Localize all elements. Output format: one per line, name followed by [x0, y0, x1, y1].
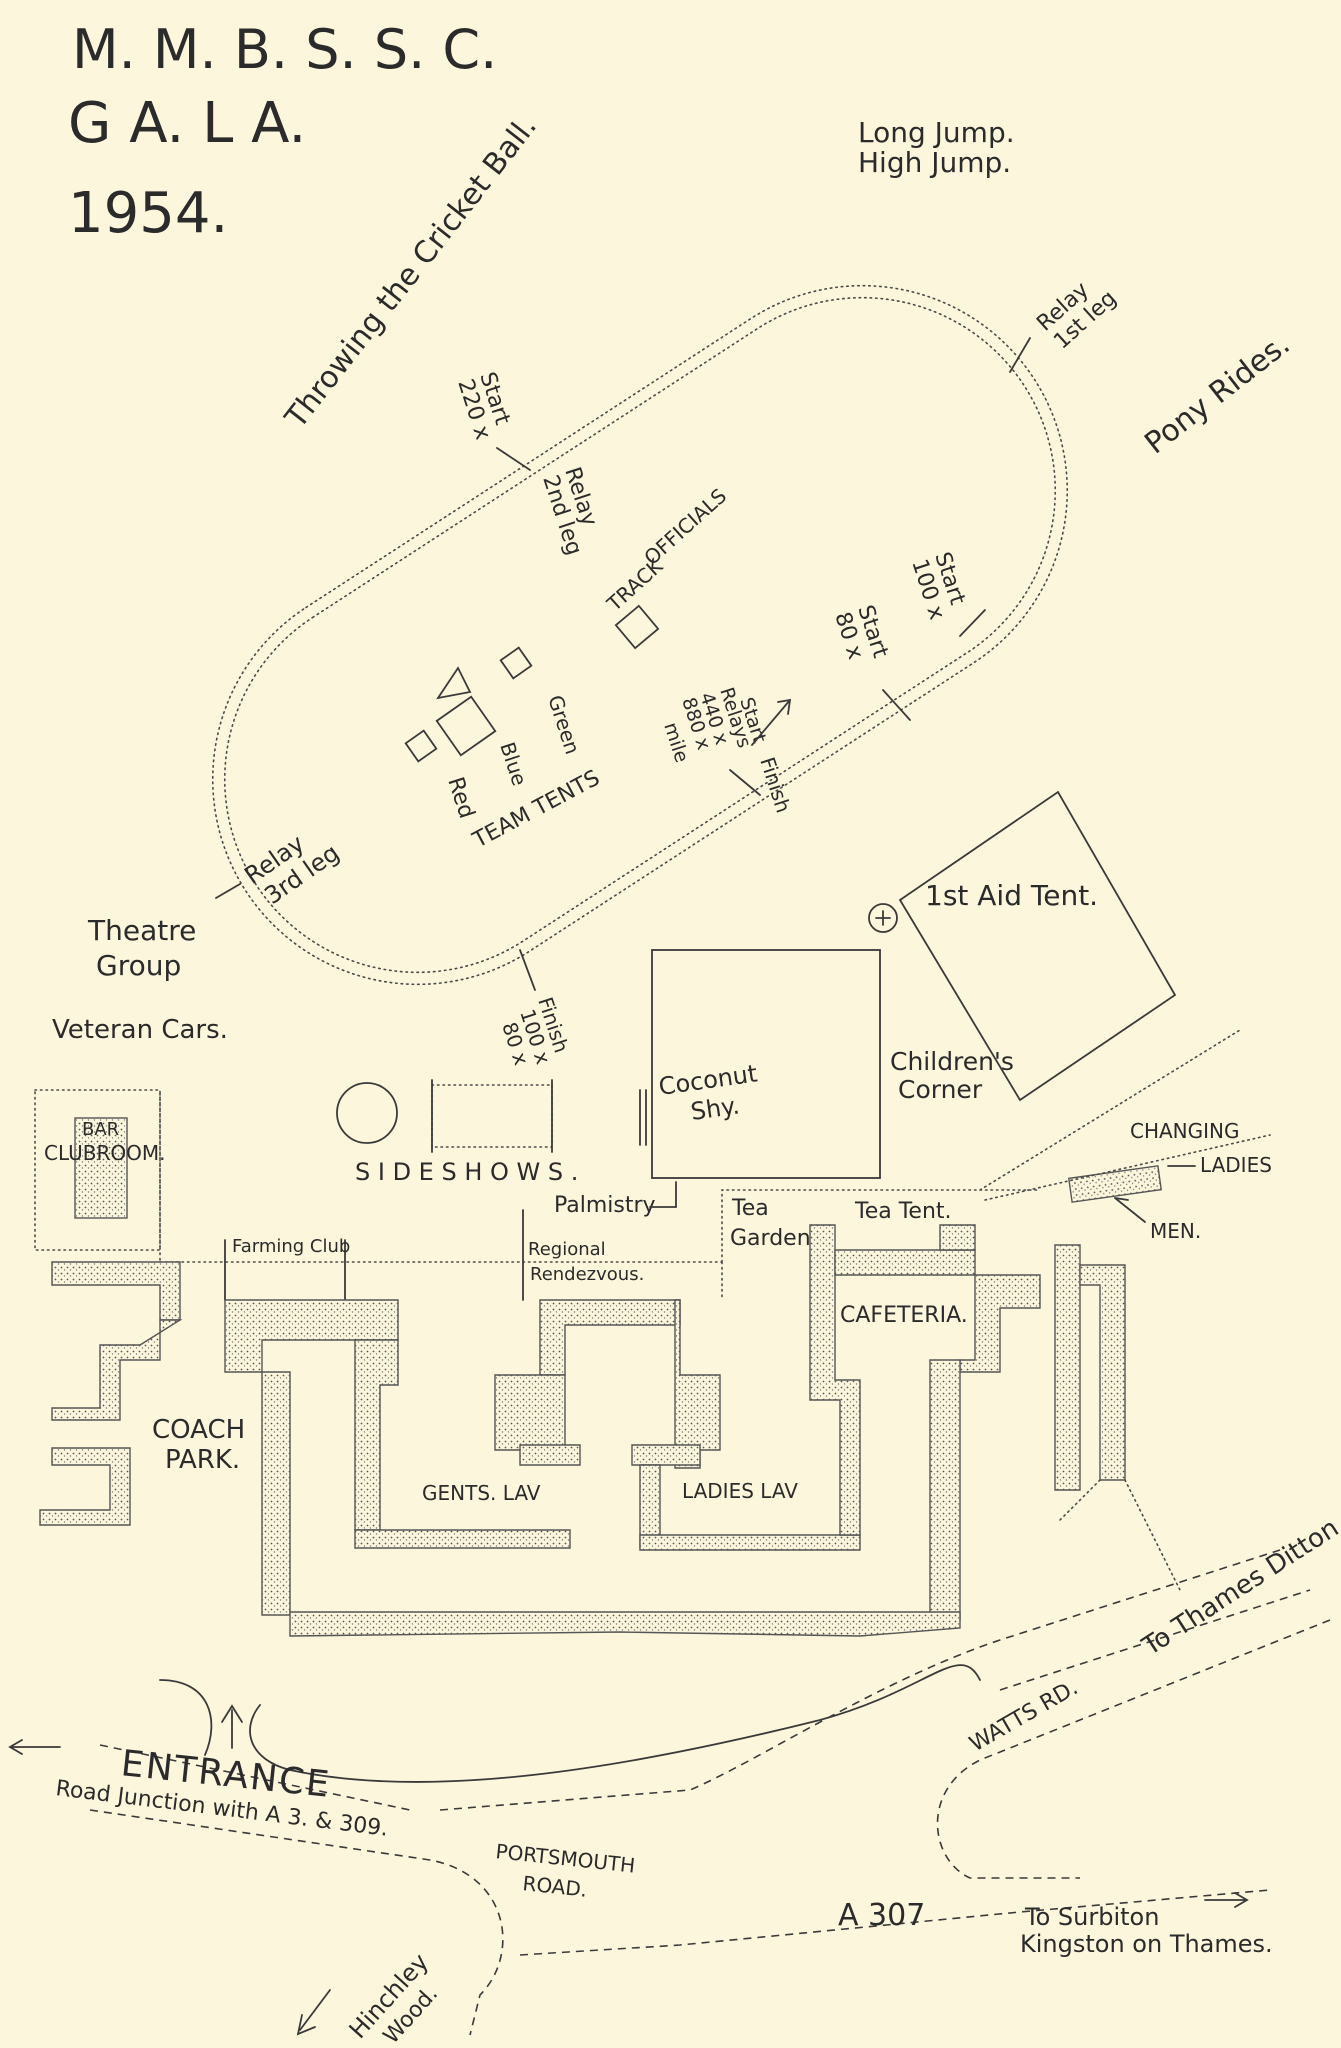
label-bar: BAR	[82, 1119, 119, 1140]
label-surbiton-a: To Surbiton	[1024, 1903, 1159, 1931]
label-childrens-a: Children's	[890, 1047, 1014, 1076]
coconut-shy-area	[651, 949, 881, 1179]
label-coach-a: COACH	[152, 1415, 245, 1445]
label-long-jump: Long Jump.	[858, 116, 1015, 149]
label-theatre-a: Theatre	[87, 914, 196, 947]
label-ladies-lav: LADIES LAV	[682, 1479, 798, 1503]
label-surbiton-b: Kingston on Thames.	[1020, 1930, 1273, 1958]
label-sideshows: S I D E S H O W S .	[355, 1158, 578, 1186]
label-high-jump: High Jump.	[858, 146, 1011, 179]
label-first-aid: 1st Aid Tent.	[925, 879, 1098, 912]
label-men: MEN.	[1150, 1219, 1201, 1243]
label-thames-ditton: To Thames Ditton	[1137, 1513, 1341, 1662]
label-tea-a: Tea	[731, 1196, 769, 1221]
label-red: Red	[442, 774, 479, 821]
label-track-officials-b: OFFICIALS	[639, 484, 731, 570]
label-green: Green	[543, 692, 585, 757]
track-markers	[215, 337, 1031, 991]
label-blue: Blue	[495, 739, 532, 789]
label-finish-arrow: Finish	[755, 754, 795, 816]
label-childrens-b: Corner	[898, 1075, 983, 1104]
label-ladies-changing: LADIES	[1200, 1153, 1272, 1177]
label-theatre-b: Group	[96, 949, 181, 982]
label-cafeteria: CAFETERIA.	[840, 1303, 968, 1328]
label-portsmouth-b: ROAD.	[521, 1871, 588, 1902]
label-gents-lav: GENTS. LAV	[422, 1481, 541, 1505]
label-clubroom: CLUBROOM.	[44, 1141, 165, 1165]
main-buildings	[39, 1224, 1126, 1637]
changing-hut	[1067, 1165, 1163, 1203]
track-officials-box	[614, 604, 660, 650]
label-regional-b: Rendezvous.	[530, 1264, 644, 1285]
title-line-1: M. M. B. S. S. C.	[72, 18, 497, 81]
label-tea-tent: Tea Tent.	[854, 1199, 952, 1224]
label-changing: CHANGING	[1130, 1119, 1240, 1143]
label-coach-b: PARK.	[165, 1445, 240, 1475]
team-tents	[404, 646, 533, 763]
label-a307: A 307	[838, 1898, 925, 1933]
label-tea-b: Garden	[730, 1226, 811, 1251]
label-coconut-b: Shy.	[689, 1091, 741, 1126]
finish-arrow	[751, 698, 792, 746]
running-track	[211, 284, 1069, 986]
label-team-tents: TEAM TENTS	[468, 766, 604, 854]
label-regional-a: Regional	[528, 1239, 606, 1260]
label-palmistry: Palmistry	[554, 1193, 656, 1218]
label-pony-rides: Pony Rides.	[1138, 327, 1296, 461]
fence-lines	[159, 1029, 1271, 1301]
sideshows	[336, 1079, 553, 1153]
roads	[8, 1549, 1331, 2036]
label-portsmouth-a: PORTSMOUTH	[494, 1839, 636, 1878]
title-line-2: G A. L A.	[68, 91, 306, 156]
label-veteran-cars: Veteran Cars.	[52, 1015, 228, 1045]
label-watts-rd: WATTS RD.	[966, 1675, 1083, 1757]
label-farming: Farming Club	[232, 1236, 350, 1257]
title-line-3: 1954.	[68, 181, 228, 246]
clubroom-building	[34, 1089, 161, 1251]
first-aid-tent	[868, 790, 1177, 1102]
